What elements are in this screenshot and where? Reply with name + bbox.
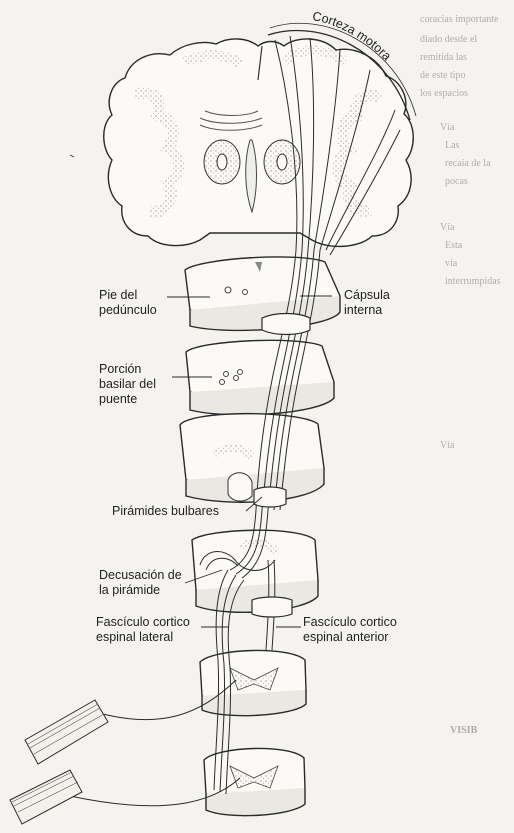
label-line: Fascículo cortico xyxy=(303,615,397,630)
label-line: puente xyxy=(99,392,156,407)
label-pie-pedunculo: Pie del pedúnculo xyxy=(99,288,157,318)
label-line: basilar del xyxy=(99,377,156,392)
spinal-cord-upper xyxy=(200,650,306,715)
label-line: la pirámide xyxy=(99,583,182,598)
label-line: Porción xyxy=(99,362,156,377)
label-capsula-interna: Cápsula interna xyxy=(344,288,390,318)
label-line: Pie del xyxy=(99,288,157,303)
muscle-fibers xyxy=(10,700,108,824)
spinal-cord-lower xyxy=(204,748,305,815)
label-fasciculo-lateral: Fascículo cortico espinal lateral xyxy=(96,615,190,645)
label-line: espinal lateral xyxy=(96,630,190,645)
label-piramides-bulbares: Pirámides bulbares xyxy=(112,504,219,519)
label-line: pedúnculo xyxy=(99,303,157,318)
medulla-slab xyxy=(180,414,324,503)
label-porcion-basilar: Porción basilar del puente xyxy=(99,362,156,407)
pons-slab xyxy=(186,340,334,415)
label-line: Cápsula xyxy=(344,288,390,303)
stray-mark xyxy=(70,155,74,157)
label-line: interna xyxy=(344,303,390,318)
label-line: espinal anterior xyxy=(303,630,397,645)
label-decusacion: Decusación de la pirámide xyxy=(99,568,182,598)
label-line: Decusación de xyxy=(99,568,182,583)
label-line: Fascículo cortico xyxy=(96,615,190,630)
label-fasciculo-anterior: Fascículo cortico espinal anterior xyxy=(303,615,397,645)
brain-coronal-section xyxy=(104,39,414,246)
